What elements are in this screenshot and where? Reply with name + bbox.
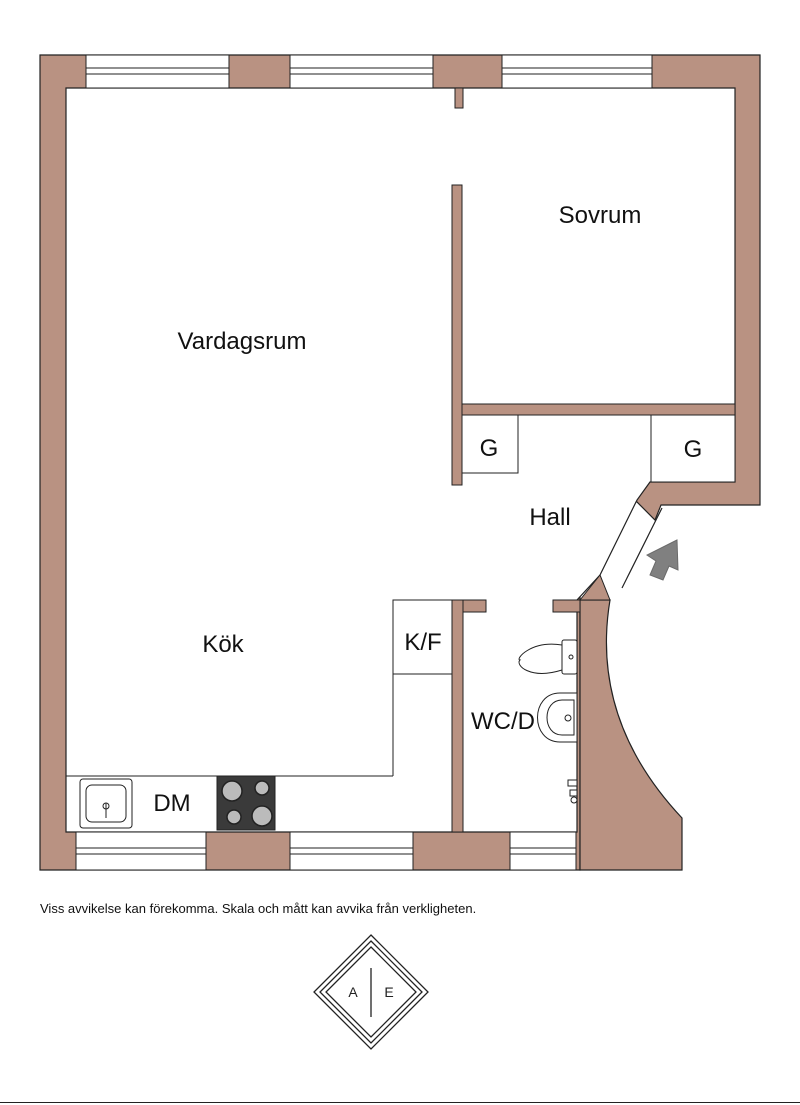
entrance-arrow-icon — [646, 539, 679, 581]
room-label-kf: K/F — [404, 629, 441, 656]
room-label-vardagsrum: Vardagsrum — [178, 328, 307, 355]
interior-floor — [65, 87, 736, 833]
tap-icon — [567, 779, 578, 804]
wall-stub-top — [454, 87, 464, 109]
entrance-curved-wall — [579, 599, 683, 871]
wash-basin-icon — [537, 692, 578, 743]
room-label-sovrum: Sovrum — [559, 202, 642, 229]
brand-logo: A E — [313, 934, 429, 1050]
wall-sovrum-bottom — [461, 403, 736, 416]
room-label-hall: Hall — [529, 504, 570, 531]
floor-plan: Vardagsrum Sovrum Kök Hall WC/D G G K/F … — [39, 54, 761, 871]
bottom-windows — [75, 831, 577, 871]
wall-vardagsrum-sovrum — [451, 184, 463, 486]
sink-icon — [79, 778, 133, 829]
room-label-dm: DM — [153, 790, 190, 817]
logo-letter-e: E — [384, 984, 393, 1000]
room-label-garderob-left: G — [480, 435, 499, 462]
room-label-wc: WC/D — [471, 708, 535, 735]
disclaimer-text: Viss avvikelse kan förekomma. Skala och … — [40, 901, 477, 916]
logo-letter-a: A — [348, 984, 358, 1000]
garderob-right — [650, 414, 736, 483]
garderob-left — [461, 414, 519, 474]
toilet-icon — [518, 639, 578, 675]
stove-icon — [216, 775, 276, 831]
room-label-garderob-right: G — [684, 436, 703, 463]
top-windows — [85, 54, 653, 89]
wc-walls — [451, 574, 611, 833]
room-label-kok: Kök — [202, 631, 244, 658]
entrance-door — [621, 507, 663, 589]
bottom-rule — [0, 1102, 800, 1103]
